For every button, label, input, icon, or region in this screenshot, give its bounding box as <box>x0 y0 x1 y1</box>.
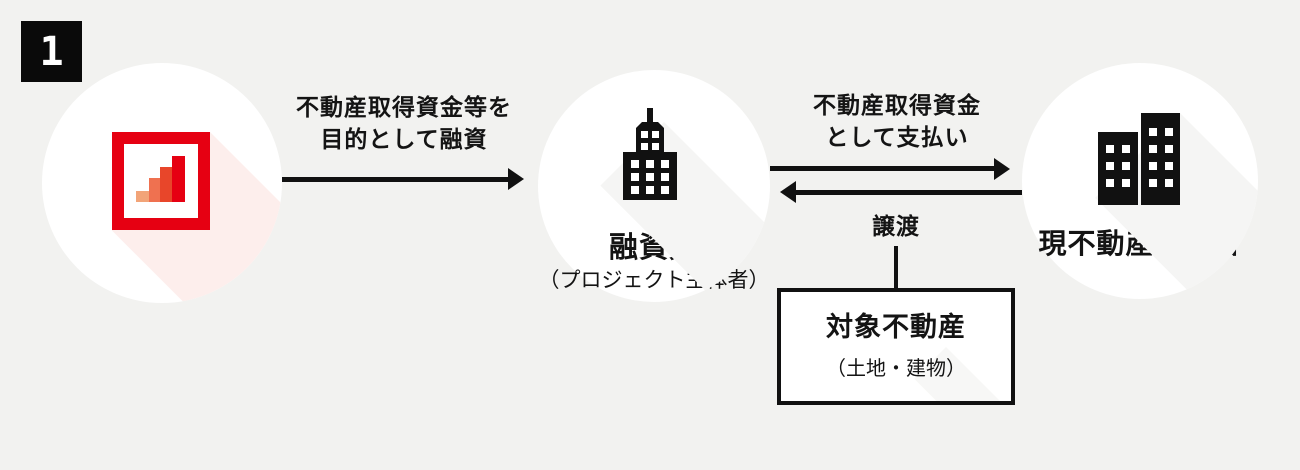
logo-bar-3 <box>160 167 173 202</box>
office-building-icon <box>623 108 677 204</box>
payment-label-line1: 不動産取得資金 <box>813 93 981 119</box>
node-borrower-circle <box>538 70 770 302</box>
property-connector-line <box>894 246 898 288</box>
loan-label-line1: 不動産取得資金等を <box>296 95 512 121</box>
two-buildings-icon <box>1098 113 1180 209</box>
transfer-arrow-label: 譲渡 <box>872 214 920 240</box>
node-lender-circle <box>42 63 282 303</box>
node-owner-circle <box>1022 63 1258 299</box>
payment-arrow-line <box>770 166 995 171</box>
logo-bar-4 <box>172 156 185 202</box>
property-box-title: 対象不動産 <box>826 312 966 343</box>
loan-arrow-head <box>508 168 524 190</box>
step-number-badge: 1 <box>21 21 82 82</box>
loan-arrow-line <box>282 177 508 182</box>
payment-arrow-label: 不動産取得資金 として支払い <box>785 90 1009 154</box>
bar-chart-logo <box>112 132 210 230</box>
payment-label-line2: として支払い <box>825 125 969 151</box>
property-box: 対象不動産 （土地・建物） <box>777 288 1015 405</box>
transfer-arrow-head <box>780 181 796 203</box>
loan-arrow-label: 不動産取得資金等を 目的として融資 <box>292 92 516 156</box>
loan-label-line2: 目的として融資 <box>320 127 488 153</box>
payment-arrow-head <box>994 158 1010 180</box>
transfer-arrow-line <box>795 190 1022 195</box>
logo-bar-1 <box>136 191 149 202</box>
logo-bar-2 <box>149 178 162 202</box>
property-box-subtitle: （土地・建物） <box>826 356 966 380</box>
step-number: 1 <box>39 28 64 75</box>
